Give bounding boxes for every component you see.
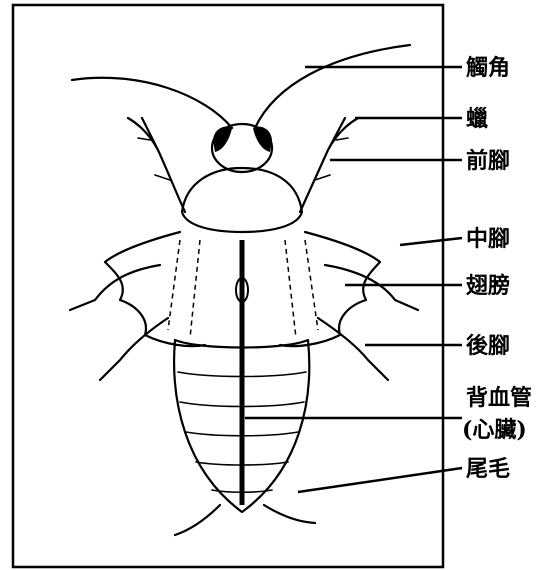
antenna-left: [72, 78, 232, 128]
wing-right: [280, 232, 380, 346]
leader-cerci: [298, 468, 462, 492]
label-cercus-wax: 蠟: [466, 106, 488, 132]
label-hind-leg: 後腳: [466, 333, 510, 359]
label-cerci: 尾毛: [466, 456, 510, 482]
hind-leg-left: [100, 318, 168, 380]
leader-middle-leg: [400, 238, 462, 245]
wing-left: [105, 232, 205, 346]
label-wings: 翅膀: [466, 273, 510, 299]
leader-lines: [245, 67, 462, 492]
pronotum: [182, 168, 302, 232]
front-leg-right: [300, 118, 358, 212]
cercus-left: [175, 505, 220, 535]
antenna-right: [255, 45, 410, 128]
label-front-leg: 前腳: [466, 148, 510, 174]
front-leg-left: [128, 118, 185, 212]
label-middle-leg: 中腳: [466, 226, 510, 252]
compound-eye-left: [213, 127, 232, 153]
labels: 觸角 蠟 前腳 中腳 翅膀 後腳 背血管 (心臟) 尾毛: [462, 55, 532, 482]
label-dorsal-vessel: 背血管: [466, 385, 532, 411]
cercus-right: [264, 505, 315, 523]
wing-left-folds: [168, 240, 200, 338]
wing-right-folds: [285, 240, 318, 338]
label-heart: (心臟): [462, 417, 527, 443]
label-antenna: 觸角: [466, 55, 510, 81]
hind-leg-right: [318, 318, 388, 380]
compound-eye-right: [253, 127, 272, 153]
